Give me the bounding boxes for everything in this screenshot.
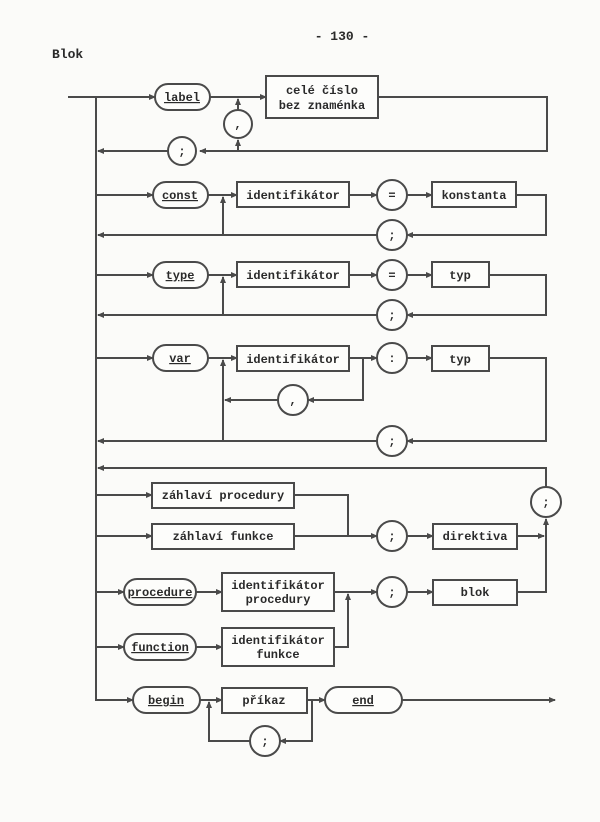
procedure-ident-line2: procedury: [246, 593, 311, 607]
proc-header: záhlaví procedury: [162, 489, 284, 503]
procedure-ident-box: [221, 572, 335, 612]
const-exit: [406, 194, 547, 238]
var-value: typ: [449, 353, 471, 367]
type-identifier-box: [236, 261, 350, 288]
begin-keyword: begin: [148, 694, 184, 708]
var-semicolon: ;: [388, 435, 395, 449]
label-semicolon: ;: [178, 145, 185, 159]
type-exit: [406, 274, 547, 318]
body-semicolon: ;: [261, 735, 268, 749]
number-box-line2: bez znaménka: [279, 99, 365, 113]
directive-box: [432, 523, 518, 550]
var-identifier: identifikátor: [246, 353, 340, 367]
statement: příkaz: [242, 694, 285, 708]
label-exit-line: [199, 96, 548, 154]
type-eq: =: [388, 269, 395, 283]
var-value-box: [431, 345, 490, 372]
label-comma: ,: [234, 118, 241, 132]
block: blok: [461, 586, 490, 600]
statement-loop-return: [206, 701, 250, 742]
statement-box: [221, 687, 308, 714]
directive: direktiva: [443, 530, 508, 544]
subprogram-loop-semicolon-circle: [530, 486, 562, 518]
type-value: typ: [449, 269, 471, 283]
procedure-ident-line1: identifikátor: [231, 579, 325, 593]
const-keyword: const: [162, 189, 198, 203]
func-header: záhlaví funkce: [173, 530, 274, 544]
subprogram-return-top: [97, 465, 547, 487]
function-keyword: function: [131, 641, 189, 655]
proc-header-exit: [294, 494, 349, 536]
subprogram-loop-semicolon: ;: [542, 496, 549, 510]
type-semicolon: ;: [388, 309, 395, 323]
var-exit: [406, 357, 547, 444]
function-ident-line2: funkce: [256, 648, 299, 662]
type-identifier: identifikátor: [246, 269, 340, 283]
const-eq: =: [388, 189, 395, 203]
type-keyword: type: [166, 269, 195, 283]
semicolon-1: ;: [388, 530, 395, 544]
const-value: konstanta: [442, 189, 507, 203]
left-rail: [95, 97, 134, 703]
body-section: begin příkaz ; end: [132, 686, 556, 757]
var-section: var identifikátor : typ , ;: [96, 342, 547, 457]
block-exit: [517, 518, 549, 593]
var-comma: ,: [289, 394, 296, 408]
const-semicolon: ;: [388, 229, 395, 243]
label-section: label celé číslo bez znaménka , ;: [97, 75, 548, 166]
procedure-keyword: procedure: [128, 586, 193, 600]
function-ident-line1: identifikátor: [231, 634, 325, 648]
type-value-box: [431, 261, 490, 288]
const-identifier-box: [236, 181, 350, 208]
page-number: - 130 -: [315, 29, 370, 44]
semicolon-2: ;: [388, 586, 395, 600]
var-comma-branch: [307, 358, 364, 403]
number-box-line1: celé číslo: [286, 84, 358, 98]
type-section: type identifikátor = typ ;: [96, 259, 547, 331]
var-keyword: var: [169, 352, 191, 366]
proc-header-box: [151, 482, 295, 509]
diagram-heading: Blok: [52, 47, 83, 62]
subprogram-section: ; záhlaví procedury záhlaví funkce ; dir…: [96, 465, 562, 667]
end-keyword: end: [352, 694, 374, 708]
function-ident-exit: [334, 593, 351, 648]
var-colon: :: [388, 352, 395, 366]
statement-loop: [279, 700, 313, 744]
const-section: const identifikátor = konstanta ;: [96, 179, 547, 251]
label-keyword: label: [164, 91, 200, 105]
const-identifier: identifikátor: [246, 189, 340, 203]
